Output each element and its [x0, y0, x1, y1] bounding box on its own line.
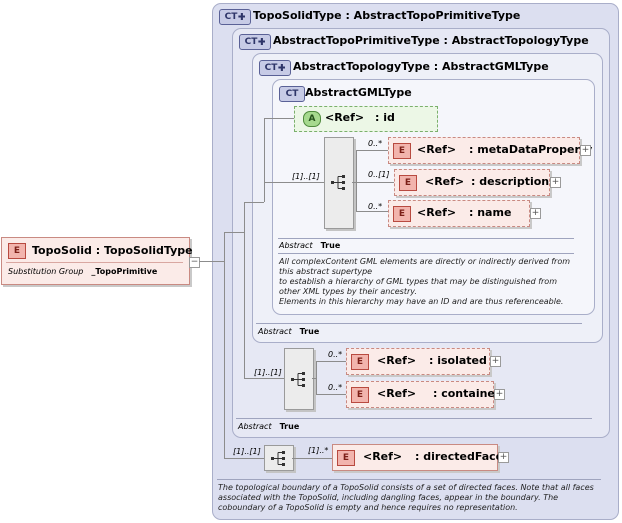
element-occurrence: 0..* — [328, 350, 343, 359]
connector — [244, 202, 245, 378]
complex-type-icon: CT — [279, 86, 305, 102]
connector — [312, 378, 316, 379]
expand-icon[interactable]: + — [580, 145, 591, 156]
expand-icon[interactable]: + — [530, 208, 541, 219]
attribute-icon: A — [303, 111, 321, 127]
collapse-icon[interactable]: − — [189, 257, 200, 268]
element-icon: E — [8, 243, 26, 259]
attribute-id[interactable]: A <Ref> : id — [294, 106, 438, 132]
connector — [199, 261, 224, 262]
sequence-icon — [271, 451, 285, 466]
documentation: All complexContent GML elements are dire… — [279, 257, 571, 306]
divider — [217, 479, 601, 480]
attribute-name: : id — [375, 111, 395, 124]
sequence-compositor[interactable] — [324, 137, 354, 229]
connector — [356, 182, 394, 183]
divider — [256, 323, 582, 324]
element-name-ref[interactable]: E <Ref> : name — [388, 200, 530, 227]
sequence-compositor[interactable] — [284, 348, 314, 410]
element-name: : description — [471, 175, 550, 188]
element-metadataproperty[interactable]: E <Ref> : metaDataProperty — [388, 137, 592, 164]
element-name: : container — [433, 387, 501, 400]
connector — [316, 361, 317, 394]
sequence-occurrence: [1]..[1] — [292, 172, 320, 181]
divider — [6, 262, 183, 263]
element-name: : isolated — [429, 354, 487, 367]
expand-icon[interactable]: + — [498, 452, 509, 463]
sequence-occurrence: [1]..[1] — [233, 447, 261, 456]
type-title: AbstractGMLType — [305, 86, 412, 99]
attribute-ref: <Ref> — [325, 111, 365, 124]
expand-icon[interactable]: + — [550, 177, 561, 188]
element-icon: E — [351, 387, 369, 403]
element-name: : metaDataProperty — [469, 143, 593, 156]
type-title: TopoSolidType : AbstractTopoPrimitiveTyp… — [253, 9, 521, 22]
type-title: AbstractTopoPrimitiveType : AbstractTopo… — [273, 34, 589, 47]
expand-icon[interactable]: + — [494, 389, 505, 400]
divider — [278, 238, 574, 239]
documentation: The topological boundary of a TopoSolid … — [218, 483, 594, 512]
element-occurrence: 0..* — [368, 139, 383, 148]
sequence-icon — [291, 372, 305, 387]
connector — [356, 150, 357, 211]
element-icon: E — [393, 206, 411, 222]
sequence-compositor[interactable] — [264, 445, 294, 471]
element-icon: E — [337, 450, 355, 466]
complex-type-icon: CT — [239, 34, 271, 50]
complex-type-icon: CT — [259, 60, 291, 76]
divider — [278, 253, 574, 254]
sequence-icon — [331, 175, 345, 190]
element-occurrence: 0..* — [368, 202, 383, 211]
connector — [356, 211, 388, 212]
connector — [264, 182, 324, 183]
divider — [236, 418, 592, 419]
element-name: : directedFace — [415, 450, 504, 463]
connector — [316, 394, 346, 395]
type-title: AbstractTopologyType : AbstractGMLType — [293, 60, 549, 73]
element-occurrence: 0..[1] — [368, 170, 390, 179]
complex-type-icon: CT — [219, 9, 251, 25]
element-isolated[interactable]: E <Ref> : isolated — [346, 348, 490, 375]
connector — [316, 361, 346, 362]
connector — [352, 182, 356, 183]
connector — [224, 232, 244, 233]
connector — [244, 378, 284, 379]
element-ref: <Ref> — [377, 354, 417, 367]
toposolid-element[interactable]: E TopoSolid : TopoSolidType Substitution… — [1, 237, 193, 285]
element-icon: E — [393, 143, 411, 159]
element-description[interactable]: E <Ref> : description — [394, 169, 550, 196]
element-ref: <Ref> — [377, 387, 417, 400]
element-title: TopoSolid : TopoSolidType — [32, 244, 193, 257]
element-directedface[interactable]: E <Ref> : directedFace — [332, 444, 503, 471]
connector — [292, 458, 332, 459]
connector — [356, 150, 388, 151]
element-icon: E — [399, 175, 417, 191]
element-name: : name — [469, 206, 512, 219]
connector — [264, 118, 265, 202]
substitution-group: Substitution Group_TopoPrimitive — [8, 267, 158, 276]
expand-icon[interactable]: + — [490, 356, 501, 367]
connector — [224, 232, 225, 458]
element-occurrence: 0..* — [328, 383, 343, 392]
element-occurrence: [1]..* — [308, 446, 329, 455]
connector — [264, 118, 294, 119]
element-ref: <Ref> — [425, 175, 465, 188]
element-ref: <Ref> — [363, 450, 403, 463]
sequence-occurrence: [1]..[1] — [254, 368, 282, 377]
connector — [224, 458, 264, 459]
element-ref: <Ref> — [417, 143, 457, 156]
element-icon: E — [351, 354, 369, 370]
element-container[interactable]: E <Ref> : container — [346, 381, 500, 408]
connector — [244, 202, 264, 203]
element-ref: <Ref> — [417, 206, 457, 219]
